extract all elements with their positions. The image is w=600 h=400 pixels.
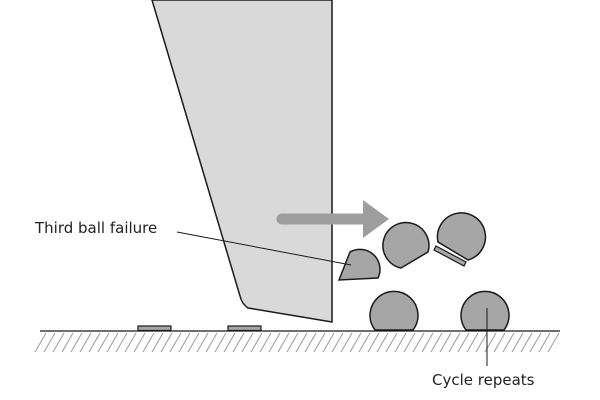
hatch-stroke bbox=[151, 332, 164, 353]
hatch-stroke bbox=[169, 332, 182, 353]
hatch-stroke bbox=[70, 332, 83, 353]
hatch-stroke bbox=[538, 332, 551, 353]
hatch-stroke bbox=[403, 332, 416, 353]
hatch-stroke bbox=[439, 332, 452, 353]
ground-ball-right bbox=[460, 290, 510, 331]
cracked-ball-fragment bbox=[433, 245, 467, 267]
hatch-stroke bbox=[376, 332, 389, 353]
hatch-stroke bbox=[124, 332, 137, 353]
third-ball-failure-leader bbox=[176, 231, 352, 266]
cracked-ball bbox=[436, 212, 487, 261]
hatch-stroke bbox=[367, 332, 380, 353]
hatch-stroke bbox=[421, 332, 434, 353]
hatch-stroke bbox=[385, 332, 398, 353]
hatch-stroke bbox=[547, 332, 560, 353]
ground-hatching bbox=[34, 332, 560, 353]
arrow-head bbox=[363, 200, 389, 238]
hatch-stroke bbox=[502, 332, 515, 353]
third-ball-failure-label: Third ball failure bbox=[34, 219, 157, 237]
chipped-ball bbox=[382, 221, 430, 269]
hatch-stroke bbox=[79, 332, 92, 353]
hatch-stroke bbox=[133, 332, 146, 353]
hatch-stroke bbox=[457, 332, 470, 353]
hatch-stroke bbox=[520, 332, 533, 353]
hatch-stroke bbox=[196, 332, 209, 353]
hatch-stroke bbox=[340, 332, 353, 353]
hatch-stroke bbox=[358, 332, 371, 353]
ground-ball-left bbox=[369, 290, 419, 331]
hatch-stroke bbox=[394, 332, 407, 353]
hatch-stroke bbox=[475, 332, 488, 353]
hatch-stroke bbox=[97, 332, 110, 353]
hatch-stroke bbox=[259, 332, 272, 353]
debris-fragment-right bbox=[227, 325, 262, 332]
hatch-stroke bbox=[61, 332, 74, 353]
hatch-stroke bbox=[430, 332, 443, 353]
hatch-stroke bbox=[106, 332, 119, 353]
motion-arrow bbox=[276, 200, 389, 238]
hatch-stroke bbox=[142, 332, 155, 353]
hatch-stroke bbox=[313, 332, 326, 353]
hatch-stroke bbox=[160, 332, 173, 353]
hatch-stroke bbox=[250, 332, 263, 353]
hatch-stroke bbox=[115, 332, 128, 353]
hatch-stroke bbox=[448, 332, 461, 353]
hatch-stroke bbox=[241, 332, 254, 353]
hatch-stroke bbox=[214, 332, 227, 353]
hatch-stroke bbox=[205, 332, 218, 353]
hatch-stroke bbox=[178, 332, 191, 353]
broken-ball bbox=[337, 248, 381, 281]
tool-blade bbox=[151, 0, 333, 323]
hatch-stroke bbox=[52, 332, 65, 353]
hatch-stroke bbox=[529, 332, 542, 353]
hatch-stroke bbox=[511, 332, 524, 353]
cycle-repeats-label: Cycle repeats bbox=[432, 371, 535, 389]
hatch-stroke bbox=[187, 332, 200, 353]
hatch-stroke bbox=[349, 332, 362, 353]
hatch-stroke bbox=[286, 332, 299, 353]
hatch-stroke bbox=[466, 332, 479, 353]
hatch-stroke bbox=[295, 332, 308, 353]
hatch-stroke bbox=[34, 332, 47, 353]
hatch-stroke bbox=[268, 332, 281, 353]
hatch-stroke bbox=[304, 332, 317, 353]
hatch-stroke bbox=[88, 332, 101, 353]
hatch-stroke bbox=[232, 332, 245, 353]
debris-fragment-left bbox=[137, 325, 172, 332]
hatch-stroke bbox=[223, 332, 236, 353]
hatch-stroke bbox=[412, 332, 425, 353]
hatch-stroke bbox=[322, 332, 335, 353]
hatch-stroke bbox=[493, 332, 506, 353]
hatch-stroke bbox=[277, 332, 290, 353]
hatch-stroke bbox=[331, 332, 344, 353]
hatch-stroke bbox=[43, 332, 56, 353]
